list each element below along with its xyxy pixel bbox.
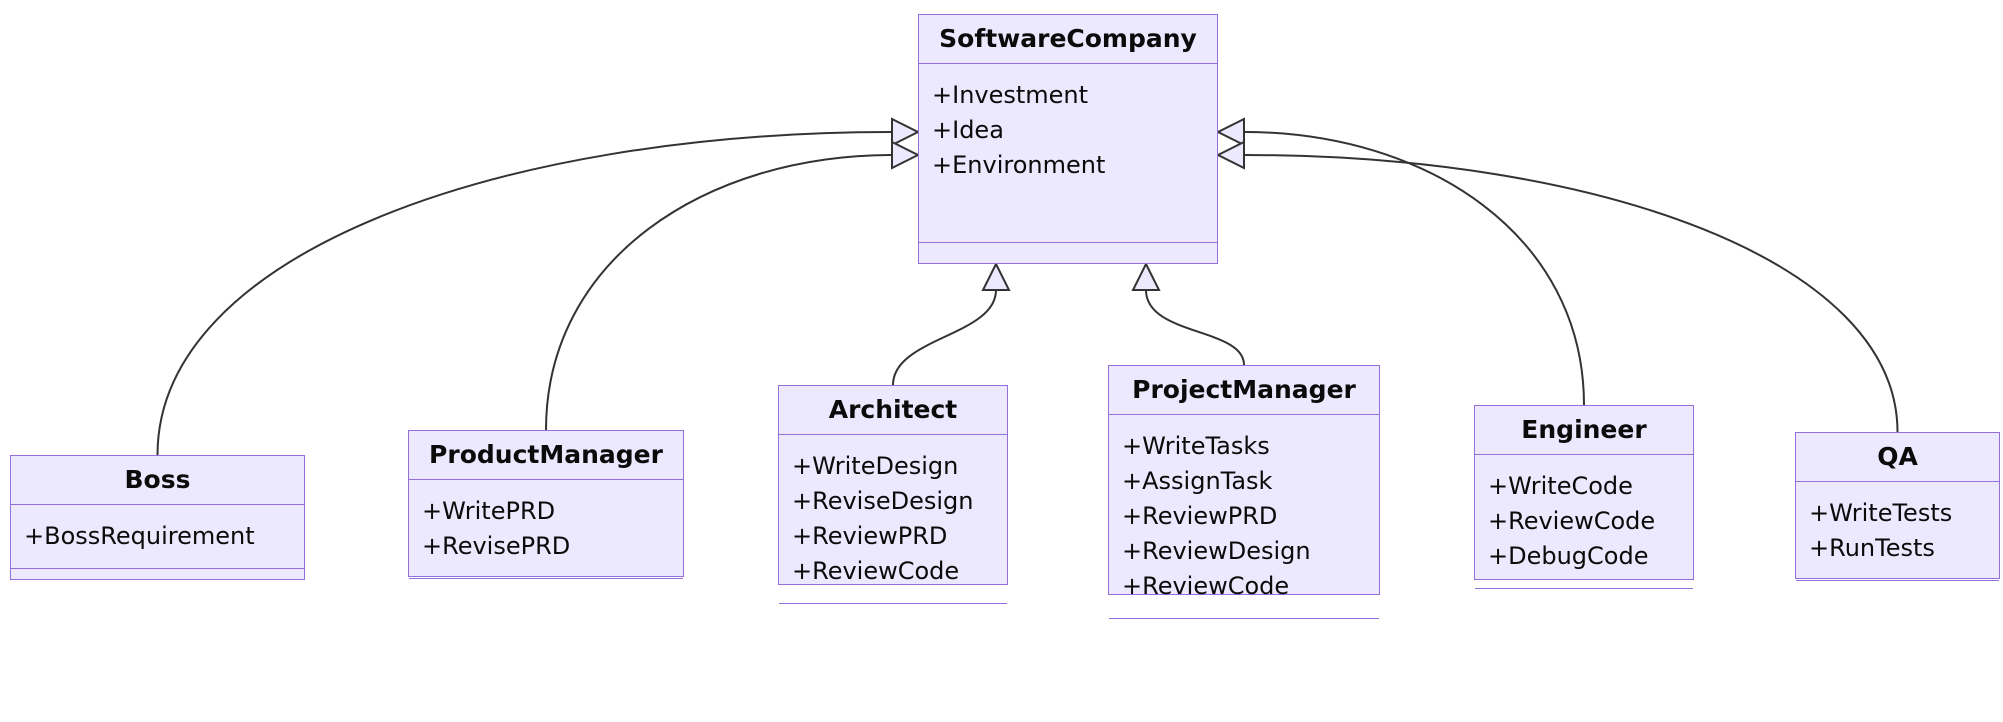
class-box-architect[interactable]: Architect +WriteDesign +ReviseDesign +Revie… — [778, 385, 1008, 605]
class-name-boss: Boss — [11, 456, 304, 505]
class-attributes-software-company: +Investment +Idea +Environment — [919, 64, 1217, 243]
class-box-boss[interactable]: Boss +BossRequirement — [10, 455, 305, 580]
generalization-arrowhead — [1215, 140, 1245, 170]
class-attribute: +BossRequirement — [24, 522, 255, 550]
class-attribute: +DebugCode — [1488, 542, 1649, 571]
class-attribute: +Investment — [932, 81, 1089, 109]
class-methods-product-manager — [409, 579, 683, 599]
class-name-product-manager: ProductManager — [409, 431, 683, 480]
class-attributes-architect: +WriteDesign +ReviseDesign +ReviewPRD +Revi… — [779, 435, 1007, 605]
class-methods-qa — [1796, 581, 1999, 601]
class-box-product-manager[interactable]: ProductManager +WritePRD +RevisePRD — [408, 430, 684, 580]
class-attribute: +ReviewDesign — [1122, 537, 1311, 566]
class-attribute: +ReviewCode — [1122, 572, 1290, 601]
class-methods-software-company — [919, 243, 1217, 263]
class-box-project-manager[interactable]: ProjectManager +WriteTasks +AssignTask +Rev… — [1108, 365, 1380, 620]
class-box-engineer[interactable]: Engineer +WriteCode +ReviewCode +DebugCode — [1474, 405, 1694, 590]
class-name-qa: QA — [1796, 433, 1999, 482]
class-attributes-project-manager: +WriteTasks +AssignTask +ReviewPRD +ReviewD… — [1109, 415, 1379, 620]
class-attribute: +WriteDesign — [792, 452, 959, 480]
class-methods-boss — [11, 569, 304, 589]
generalization-arrowhead — [891, 117, 921, 147]
class-name-project-manager: ProjectManager — [1109, 366, 1379, 415]
class-attributes-engineer: +WriteCode +ReviewCode +DebugCode — [1475, 455, 1693, 590]
class-attributes-qa: +WriteTests +RunTests — [1796, 482, 1999, 582]
class-attributes-product-manager: +WritePRD +RevisePRD — [409, 480, 683, 580]
class-box-software-company[interactable]: SoftwareCompany +Investment +Idea +Environm… — [918, 14, 1218, 264]
class-attribute: +RunTests — [1809, 534, 1935, 563]
class-attribute: +ReviewCode — [792, 557, 960, 586]
class-attribute: +WriteTests — [1809, 499, 1953, 527]
class-attribute: +Idea — [932, 116, 1004, 145]
generalization-arrowhead — [1131, 261, 1161, 291]
class-name-software-company: SoftwareCompany — [919, 15, 1217, 64]
generalization-arrowhead — [1215, 117, 1245, 147]
class-attribute: +RevisePRD — [422, 532, 571, 561]
class-attribute: +WritePRD — [422, 497, 556, 525]
class-name-architect: Architect — [779, 386, 1007, 435]
class-attribute: +AssignTask — [1122, 467, 1273, 496]
edge-architect — [892, 289, 997, 386]
class-attribute: +WriteTasks — [1122, 432, 1270, 460]
class-attribute: +ReviewPRD — [1122, 502, 1278, 531]
generalization-arrowhead — [891, 140, 921, 170]
class-attributes-boss: +BossRequirement — [11, 505, 304, 570]
generalization-arrowhead — [981, 261, 1011, 291]
class-attribute: +Environment — [932, 151, 1106, 180]
class-attribute: +ReviseDesign — [792, 487, 974, 516]
class-methods-engineer — [1475, 589, 1693, 609]
class-methods-project-manager — [1109, 619, 1379, 639]
class-attribute: +WriteCode — [1488, 472, 1633, 500]
class-attribute: +ReviewCode — [1488, 507, 1656, 536]
class-methods-architect — [779, 604, 1007, 624]
class-box-qa[interactable]: QA +WriteTests +RunTests — [1795, 432, 2000, 582]
edge-project-manager — [1145, 289, 1245, 366]
class-name-engineer: Engineer — [1475, 406, 1693, 455]
class-attribute: +ReviewPRD — [792, 522, 948, 551]
